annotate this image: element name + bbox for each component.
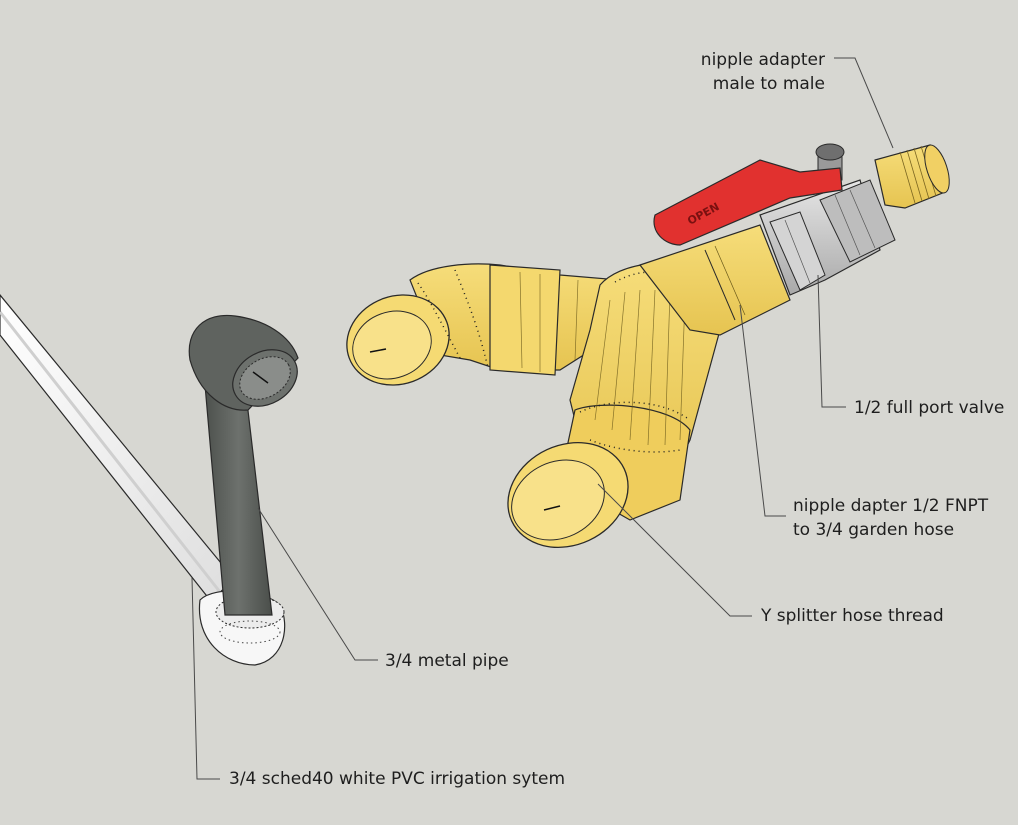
label-nipple-dapter-line2: to 3/4 garden hose [793,520,955,540]
y-splitter [346,262,721,548]
metal-pipe [188,314,299,616]
nipple-adapter-male [874,144,950,209]
label-nipple-adapter: nipple adapter male to male [645,48,825,96]
label-metal-pipe: 3/4 metal pipe [385,651,509,671]
label-pvc: 3/4 sched40 white PVC irrigation sytem [229,769,566,789]
label-nipple-adapter-line1: nipple adapter [700,50,825,70]
hose-nipple-adapter [639,224,791,336]
leader-lines [191,57,894,780]
label-y-splitter: Y splitter hose thread [761,606,944,626]
label-valve: 1/2 full port valve [854,398,1005,418]
label-nipple-adapter-line2: male to male [712,74,825,94]
label-nipple-dapter-hose: nipple dapter 1/2 FNPT to 3/4 garden hos… [793,494,988,542]
label-nipple-dapter-line1: nipple dapter 1/2 FNPT [793,496,989,516]
valve-handle: OPEN [653,159,843,246]
